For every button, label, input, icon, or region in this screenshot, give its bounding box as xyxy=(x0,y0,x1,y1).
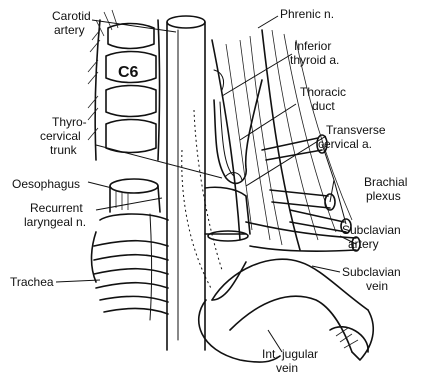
label-subclavian-vein-2: vein xyxy=(366,279,388,293)
label-thoracic-duct-1: Thoracic xyxy=(300,85,346,99)
label-thyrocervical-3: trunk xyxy=(50,143,78,157)
label-thoracic-duct-2: duct xyxy=(312,99,335,113)
label-trachea: Trachea xyxy=(10,275,54,289)
label-transverse-cervical-2: cervical a. xyxy=(318,137,372,151)
label-thyrocervical-2: cervical xyxy=(40,129,81,143)
label-subclavian-artery-2: artery xyxy=(348,237,379,251)
subclavian-artery-shape xyxy=(205,173,360,252)
thoracic-duct-shape xyxy=(214,80,262,183)
carotid-artery-shape xyxy=(167,16,205,350)
diagram-labels: Carotid artery Phrenic n. Inferior thyro… xyxy=(10,7,407,375)
label-carotid-artery-1: Carotid xyxy=(52,9,91,23)
label-thyrocervical-1: Thyro- xyxy=(52,115,87,129)
label-brachial-plexus-1: Brachial xyxy=(364,175,407,189)
label-int-jugular-1: Int. jugular xyxy=(262,347,318,361)
vertebra-c6-label: C6 xyxy=(118,64,139,81)
label-transverse-cervical-1: Transverse xyxy=(326,123,386,137)
label-subclavian-vein-1: Subclavian xyxy=(342,265,401,279)
oesophagus-shape xyxy=(110,179,160,212)
label-phrenic-nerve: Phrenic n. xyxy=(280,7,334,21)
label-int-jugular-2: vein xyxy=(276,361,298,375)
label-brachial-plexus-2: plexus xyxy=(366,189,401,203)
label-inferior-thyroid-1: Inferior xyxy=(294,39,331,53)
label-recurrent-laryngeal-1: Recurrent xyxy=(30,201,83,215)
label-subclavian-artery-1: Subclavian xyxy=(342,223,401,237)
label-inferior-thyroid-2: thyroid a. xyxy=(290,53,339,67)
label-carotid-artery-2: artery xyxy=(54,23,85,37)
label-oesophagus: Oesophagus xyxy=(12,177,80,191)
vertebral-column: C6 xyxy=(88,10,160,160)
label-recurrent-laryngeal-2: laryngeal n. xyxy=(24,215,86,229)
trachea-shape xyxy=(92,214,169,320)
